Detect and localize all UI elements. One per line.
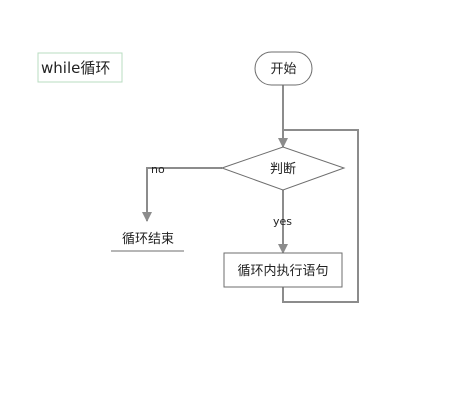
yes-edge-label: yes	[273, 215, 292, 228]
diagram-title-text: while循环	[41, 59, 110, 77]
loop-body-label: 循环内执行语句	[237, 263, 328, 279]
no-edge-label: no	[151, 163, 165, 176]
decision-node-label: 判断	[270, 162, 296, 177]
start-node-label: 开始	[270, 62, 296, 77]
start-node: 开始	[254, 51, 313, 86]
no-branch-arrow	[142, 167, 222, 222]
end-node-label: 循环结束	[122, 232, 174, 247]
connectors	[142, 85, 359, 303]
loop-back-line	[282, 129, 359, 303]
end-node: 循环结束	[111, 232, 184, 252]
loop-body-node: 循环内执行语句	[223, 252, 343, 288]
diagram-title: while循环	[37, 52, 123, 83]
decision-node: 判断	[220, 146, 346, 191]
